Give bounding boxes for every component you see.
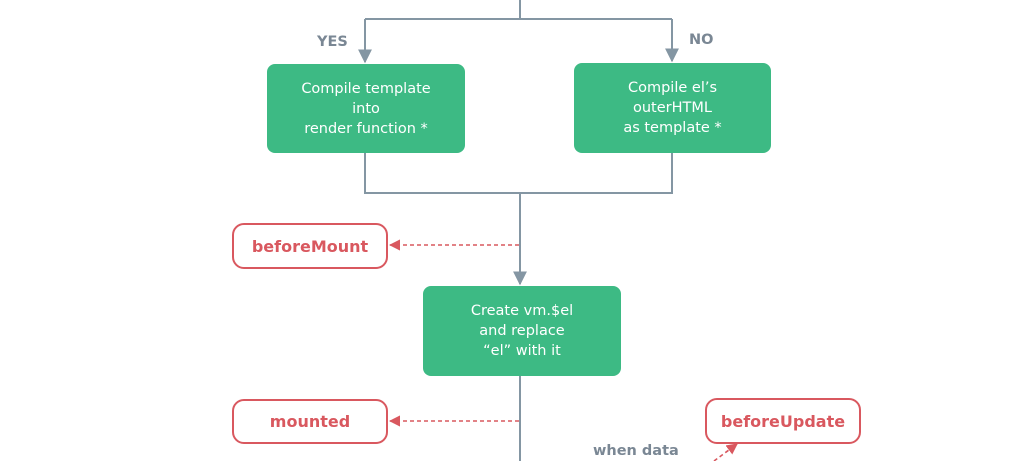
before-update-arrow	[713, 443, 738, 461]
yes-label: YES	[317, 34, 348, 50]
compile-template-line-3: render function *	[304, 120, 428, 137]
compile-el-line-3: as template *	[623, 120, 722, 136]
before-update-hook: beforeUpdate	[705, 398, 861, 444]
compile-template-box: Compile template into render function *	[267, 64, 465, 153]
create-vm-el-box: Create vm.$el and replace “el” with it	[423, 286, 621, 376]
compile-template-line-1: Compile template	[301, 80, 431, 97]
before-mount-hook: beforeMount	[232, 223, 388, 269]
compile-el-box: Compile el’s outerHTML as template *	[574, 63, 771, 153]
create-vm-line-2: and replace	[479, 323, 565, 339]
compile-el-line-1: Compile el’s	[627, 80, 718, 96]
create-vm-line-3: “el” with it	[483, 343, 561, 359]
merge-connector	[364, 152, 673, 194]
create-vm-line-1: Create vm.$el	[470, 303, 574, 319]
mounted-hook: mounted	[232, 399, 388, 444]
compile-template-line-2: into	[352, 100, 380, 117]
no-label: NO	[689, 32, 714, 48]
compile-el-line-2: outerHTML	[633, 100, 712, 116]
when-data-label: when data	[593, 443, 679, 459]
